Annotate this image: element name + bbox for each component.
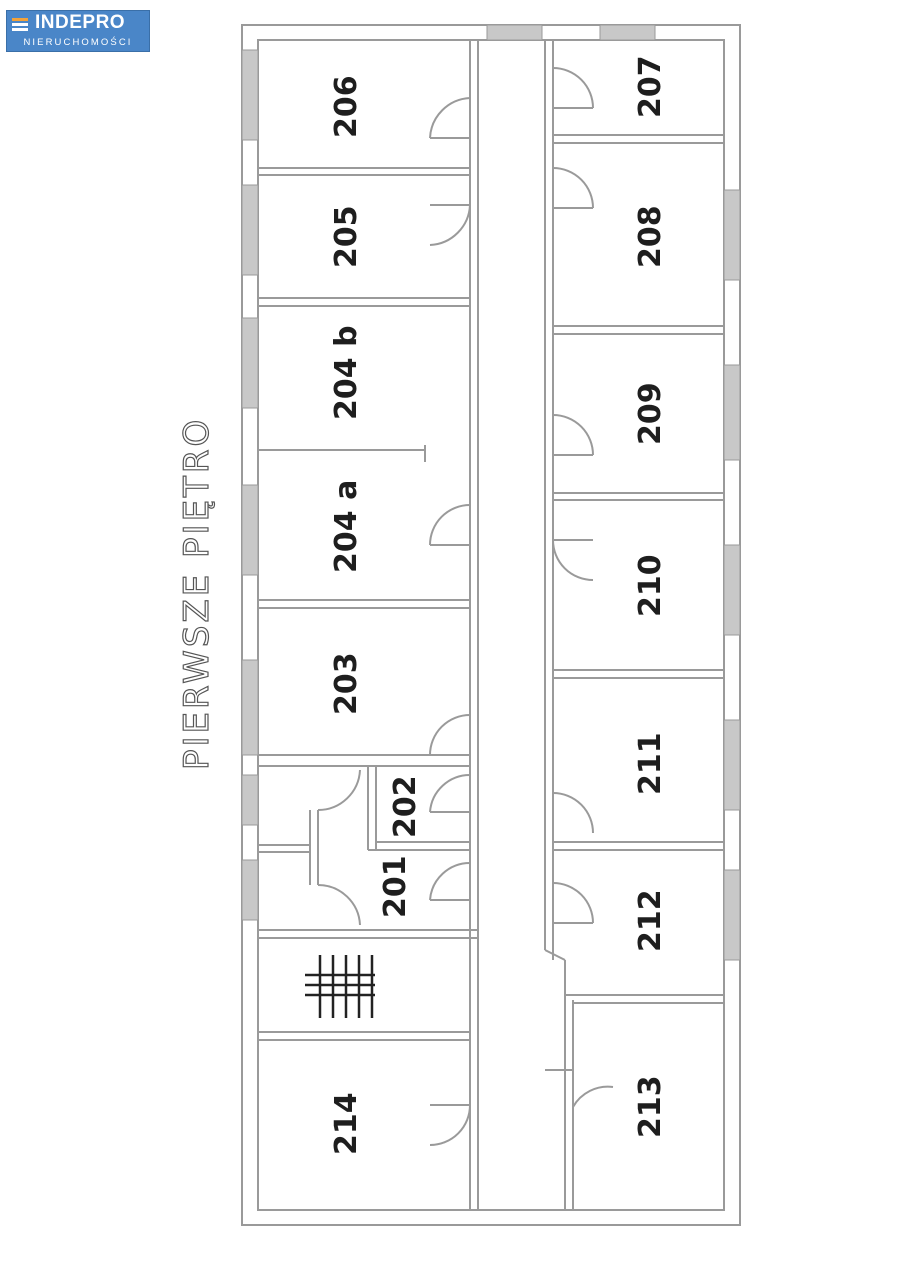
logo-brand: INDEPRO xyxy=(35,12,126,33)
room-211-label: 211 xyxy=(633,732,668,795)
indepro-logo: INDEPRO NIERUCHOMOŚCI xyxy=(6,10,150,52)
room-204b-label: 204 b xyxy=(329,325,364,420)
room-214-label: 214 xyxy=(329,1092,364,1155)
room-212-label: 212 xyxy=(633,889,668,952)
logo-tagline: NIERUCHOMOŚCI xyxy=(23,37,133,48)
room-209-label: 209 xyxy=(633,382,668,445)
windows xyxy=(241,24,741,961)
staircase xyxy=(305,955,375,1018)
room-labels: 206 205 204 b 204 a 203 202 201 214 207 … xyxy=(329,55,668,1155)
room-201-label: 201 xyxy=(378,855,413,918)
room-206-label: 206 xyxy=(329,75,364,138)
building-icon xyxy=(12,18,28,31)
room-204a-label: 204 a xyxy=(329,480,364,573)
room-203-label: 203 xyxy=(329,652,364,715)
floor-title: PIERWSZE PIĘTRO xyxy=(177,417,217,770)
outer-wall xyxy=(241,24,741,1226)
room-205-label: 205 xyxy=(329,205,364,268)
room-208-label: 208 xyxy=(633,205,668,268)
room-213-label: 213 xyxy=(633,1075,668,1138)
room-202-label: 202 xyxy=(388,775,423,838)
room-210-label: 210 xyxy=(633,554,668,617)
room-207-label: 207 xyxy=(633,55,668,118)
